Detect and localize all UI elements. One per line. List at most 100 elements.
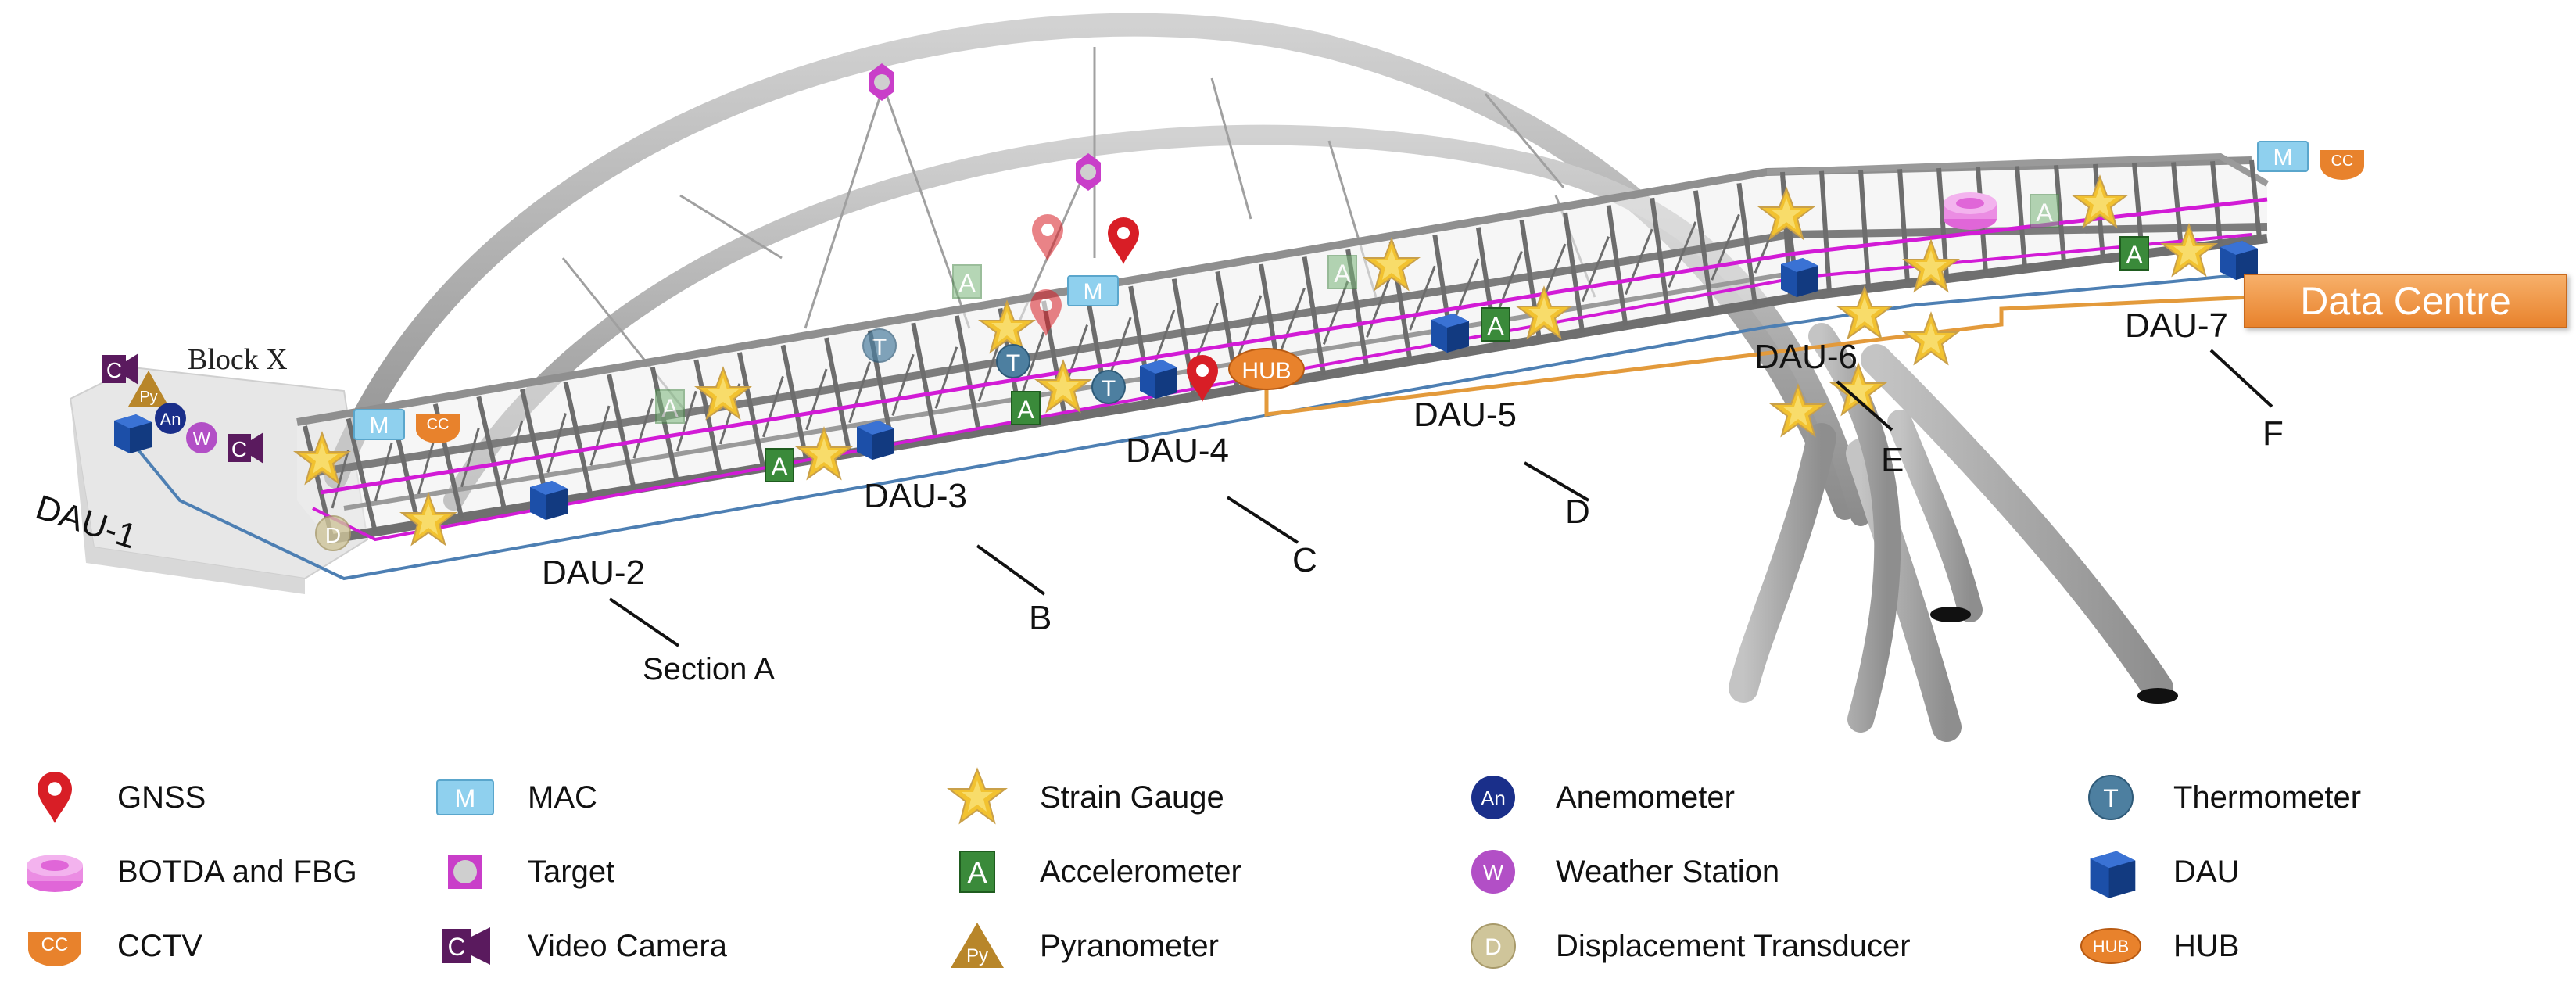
dau-3-box [857, 421, 894, 460]
deck-brace [1581, 236, 1610, 303]
legend-label-pyranometer: Pyranometer [1040, 928, 1219, 963]
deck-rib [2054, 165, 2066, 263]
deck-brace [805, 368, 828, 431]
deck-brace [762, 376, 784, 438]
deck-brace [1625, 228, 1653, 296]
deck-rib [911, 322, 939, 440]
dau-6-label: DAU-6 [1754, 338, 1858, 376]
deck-brace [331, 450, 350, 509]
section-f-label: F [2263, 414, 2284, 453]
botda-fbg-icon [27, 855, 83, 892]
svg-text:D: D [325, 523, 341, 547]
deck-brace [374, 442, 393, 502]
block-x-label: Block X [188, 343, 288, 376]
mac-icon: M [436, 779, 494, 815]
deck-brace [417, 435, 437, 495]
legend-item-displacement-transducer: D Displacement Transducer [1462, 915, 1911, 977]
svg-text:W: W [193, 428, 211, 450]
dau-1-box [114, 414, 152, 453]
deck-rib [563, 381, 593, 497]
deck-brace [1495, 250, 1523, 317]
legend-item-cctv: CC CCTV [23, 915, 202, 977]
svg-text:CC: CC [41, 934, 69, 955]
deck-rib [2210, 160, 2223, 244]
section-c-label: C [1292, 541, 1317, 579]
dau-3-label: DAU-3 [864, 477, 968, 515]
dau-5-label: DAU-5 [1413, 396, 1517, 434]
dau-5-box [1431, 314, 1469, 353]
section-a-label: Section A [643, 652, 776, 686]
hub-text: HUB [1241, 358, 1291, 384]
legend-label-video-camera: Video Camera [528, 928, 727, 963]
legend-label-anemometer: Anemometer [1556, 779, 1735, 815]
dau-4-box [1140, 360, 1177, 399]
legend-item-anemometer: An Anemometer [1462, 766, 1735, 829]
dau-6-box [1781, 258, 1818, 297]
section-b-label: B [1029, 599, 1052, 637]
legend-label-weather-station: Weather Station [1556, 854, 1780, 889]
deck-brace [546, 413, 567, 473]
dau-2-box [530, 481, 568, 520]
legend-item-botda-fbg: BOTDA and FBG [23, 840, 357, 903]
deck-rib [1858, 170, 1871, 288]
deck-rib [2015, 166, 2027, 268]
strain-gauge-icon [947, 767, 1008, 825]
dau-4-label: DAU-4 [1126, 432, 1230, 470]
deck-brace [1193, 302, 1219, 367]
section-leader-lines [608, 349, 2273, 647]
weather-station-icon: W [1471, 850, 1515, 894]
legend-item-gnss: GNSS [23, 766, 206, 829]
deck-rib [1302, 256, 1327, 376]
deck-brace [589, 405, 611, 466]
legend-item-accelerometer: A Accelerometer [946, 840, 1241, 903]
svg-text:C: C [447, 933, 465, 961]
pyranometer-icon: Py [951, 923, 1004, 968]
data-centre-label: Data Centre [2244, 274, 2567, 328]
deck-brace [891, 353, 915, 416]
deck-rib [346, 417, 378, 533]
deck-rib [1606, 205, 1628, 326]
legend-item-thermometer: T Thermometer [2080, 766, 2361, 829]
deck-rib [1736, 183, 1757, 305]
deck-brace [1322, 280, 1349, 345]
legend-label-strain-gauge: Strain Gauge [1040, 779, 1224, 815]
displacement-transducer: D [315, 515, 351, 551]
deck-rib [736, 352, 766, 469]
legend-label-mac: MAC [528, 779, 597, 815]
legend-item-pyranometer: Py Pyranometer [946, 915, 1219, 977]
deck-rib [1897, 169, 1910, 283]
svg-text:Py: Py [966, 945, 988, 966]
legend-label-target: Target [528, 854, 615, 889]
block-x-sensors: Py An W [102, 353, 263, 464]
deck-rib [650, 367, 680, 483]
deck-brace [1366, 273, 1393, 338]
deck-brace [1452, 258, 1480, 324]
deck-brace [503, 420, 524, 480]
deck-rib [476, 396, 507, 512]
hub-icon: HUB [2080, 928, 2141, 964]
deck-brace [1020, 331, 1045, 395]
svg-text:An: An [160, 410, 181, 429]
dau-7-label: DAU-7 [2125, 306, 2229, 345]
deck-brace [934, 346, 958, 409]
svg-text:HUB: HUB [2093, 937, 2129, 956]
legend-label-botda-fbg: BOTDA and FBG [117, 854, 357, 889]
legend-item-strain-gauge: Strain Gauge [946, 766, 1224, 829]
deck-brace [1236, 295, 1263, 360]
section-e-label: E [1881, 441, 1904, 479]
svg-text:An: An [1481, 787, 1506, 810]
dau-icon [2090, 851, 2136, 898]
gnss-icon [38, 772, 72, 823]
support-legs [1729, 323, 2178, 742]
legend-label-hub: HUB [2173, 928, 2240, 963]
botda-fbg-unit [1944, 192, 1997, 230]
svg-text:Py: Py [139, 389, 157, 406]
dau-2-label: DAU-2 [542, 554, 646, 592]
displacement-transducer-icon: D [1471, 923, 1516, 969]
accelerometer-icon: A [959, 851, 995, 893]
svg-text:A: A [967, 857, 987, 890]
svg-text:W: W [1483, 860, 1504, 884]
legend-item-weather-station: W Weather Station [1462, 840, 1779, 903]
deck-brace [460, 427, 480, 488]
